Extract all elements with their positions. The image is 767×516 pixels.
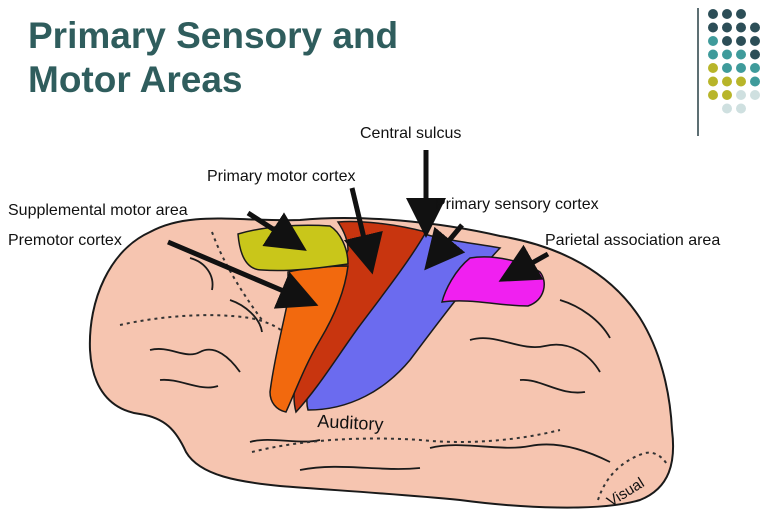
- supplemental-motor-area-region: [238, 225, 348, 270]
- label-auditory: Auditory: [317, 411, 384, 435]
- label-supplemental-motor-area: Supplemental motor area: [8, 202, 188, 220]
- label-primary-sensory-cortex: Primary sensory cortex: [435, 196, 599, 214]
- label-premotor-cortex: Premotor cortex: [8, 232, 122, 250]
- label-central-sulcus: Central sulcus: [360, 125, 461, 143]
- label-parietal-association-area: Parietal association area: [545, 232, 720, 250]
- label-primary-motor-cortex: Primary motor cortex: [207, 168, 355, 186]
